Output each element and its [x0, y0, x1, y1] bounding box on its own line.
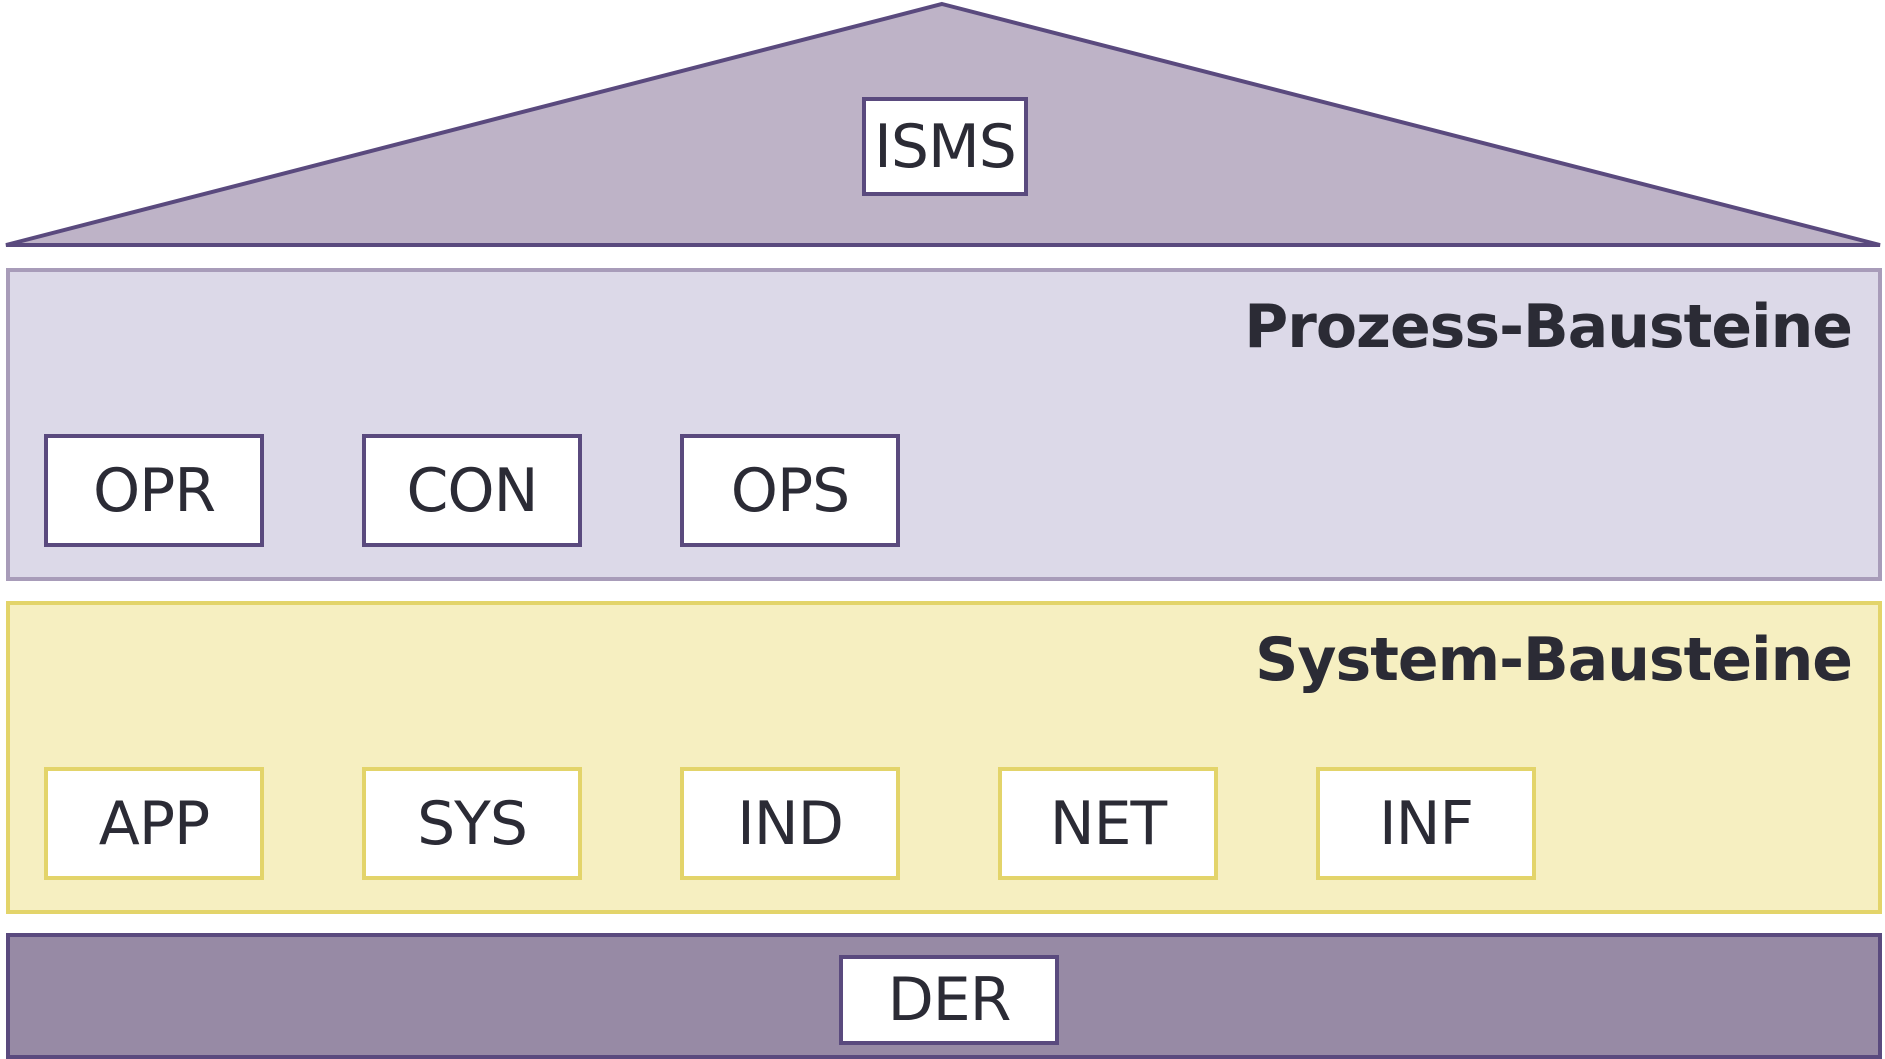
- module-sys-box: SYS: [362, 767, 582, 880]
- module-app-label: APP: [98, 788, 210, 859]
- process-layer-title: Prozess-Bausteine: [1244, 292, 1853, 362]
- module-con-label: CON: [406, 455, 538, 526]
- isms-box: ISMS: [862, 97, 1028, 196]
- module-inf-label: INF: [1378, 788, 1474, 859]
- module-con-box: CON: [362, 434, 582, 547]
- process-layer: Prozess-Bausteine OPR CON OPS: [6, 268, 1882, 581]
- module-ops-box: OPS: [680, 434, 900, 547]
- base-layer: DER: [6, 933, 1882, 1059]
- module-opr-label: OPR: [92, 455, 216, 526]
- module-opr-box: OPR: [44, 434, 264, 547]
- module-sys-label: SYS: [417, 788, 528, 859]
- der-label: DER: [887, 965, 1012, 1035]
- module-ind-box: IND: [680, 767, 900, 880]
- module-inf-box: INF: [1316, 767, 1536, 880]
- module-app-box: APP: [44, 767, 264, 880]
- module-ops-label: OPS: [730, 455, 850, 526]
- module-net-box: NET: [998, 767, 1218, 880]
- isms-label: ISMS: [874, 111, 1017, 182]
- der-box: DER: [839, 955, 1059, 1045]
- system-layer-title: System-Bausteine: [1255, 625, 1853, 695]
- module-net-label: NET: [1049, 788, 1167, 859]
- system-layer: System-Bausteine APP SYS IND NET INF: [6, 601, 1882, 914]
- module-ind-label: IND: [737, 788, 844, 859]
